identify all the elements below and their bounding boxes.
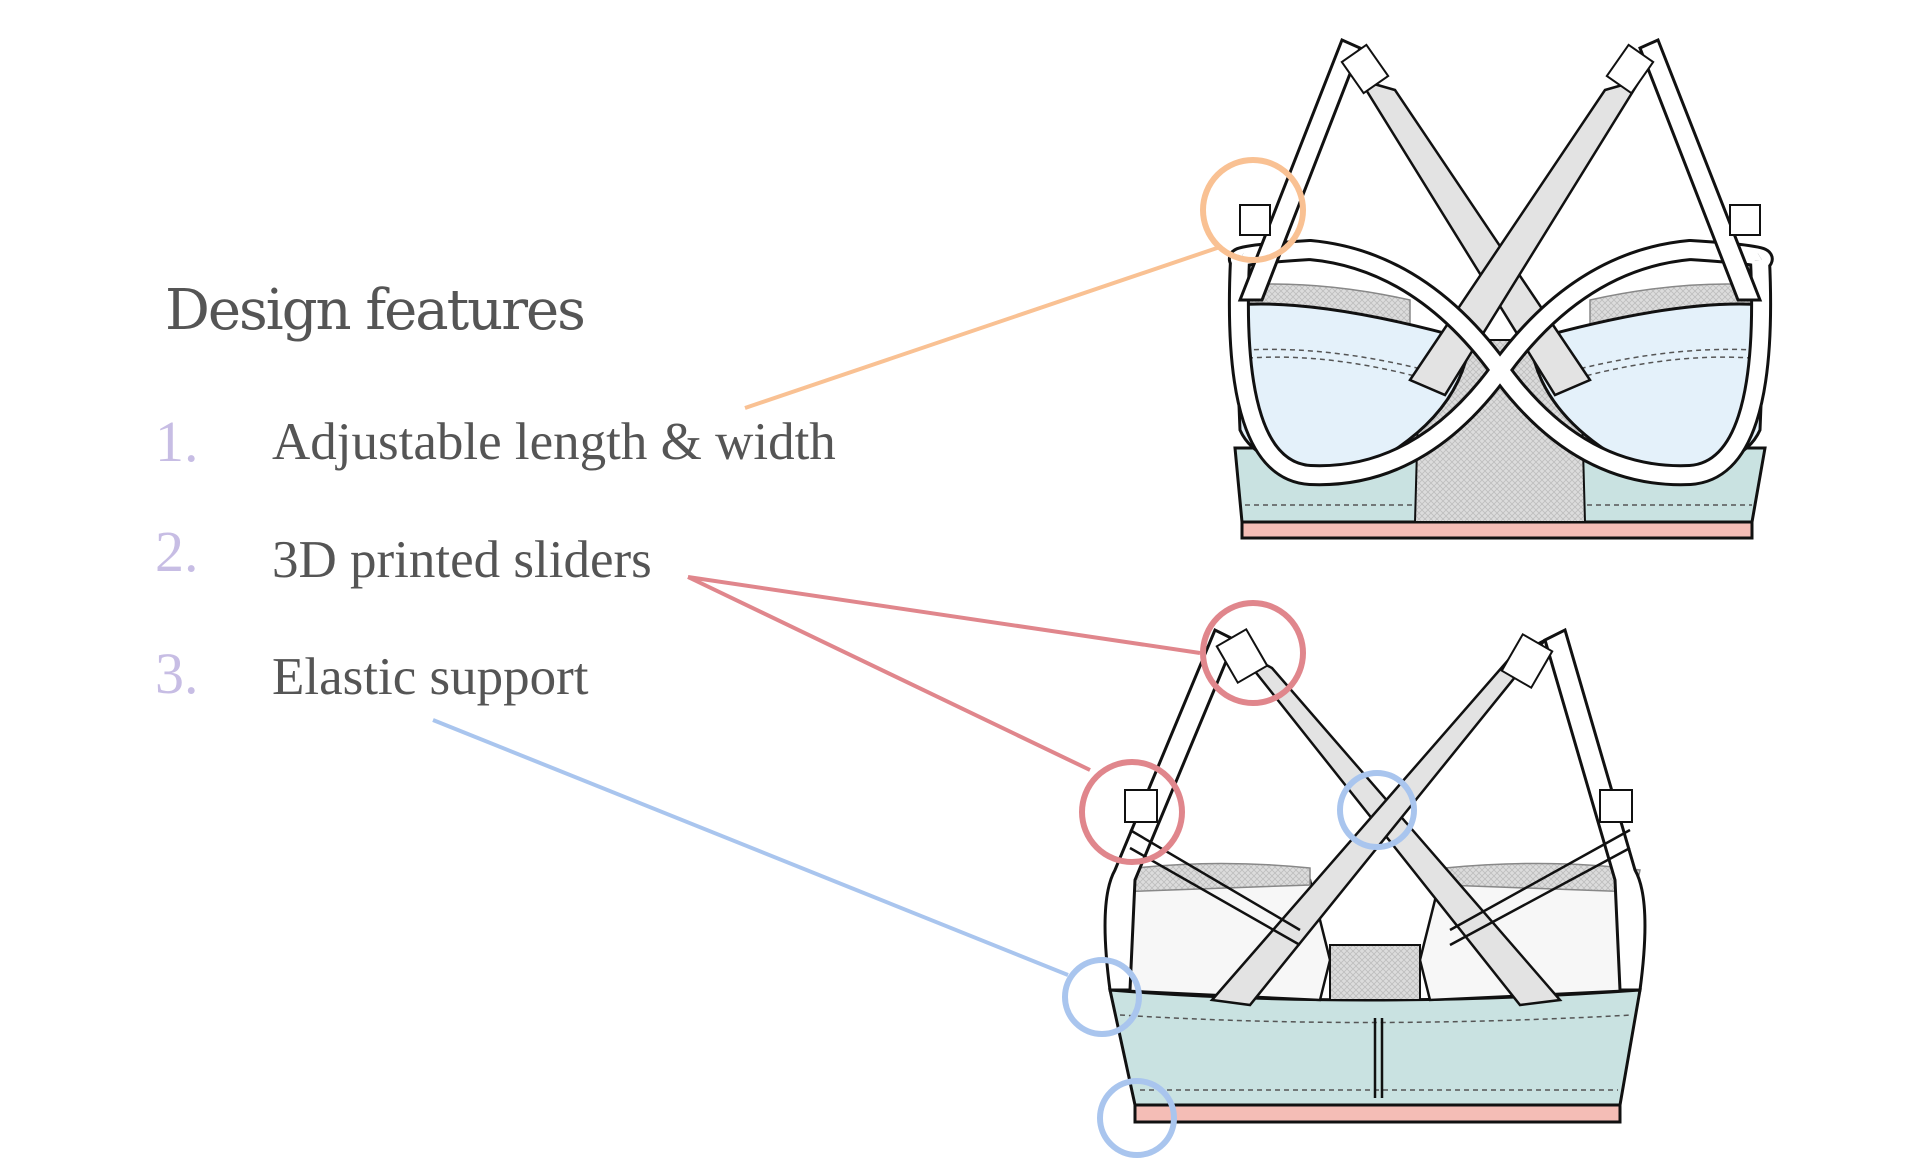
slider-icon <box>1239 204 1271 236</box>
feature-label-3: Elastic support <box>272 648 589 706</box>
callout-circle-2b <box>1079 759 1185 865</box>
hem-band <box>1133 1103 1622 1124</box>
callout-circle-3c <box>1097 1078 1177 1158</box>
feature-number-3: 3. <box>155 641 199 706</box>
bra-front-view <box>1227 37 1774 540</box>
slider-icon <box>1124 789 1158 823</box>
callout-circle-2a <box>1200 600 1306 706</box>
bra-back-view <box>1103 627 1647 1124</box>
callout-line-2a <box>687 575 1201 655</box>
feature-number-1: 1. <box>155 409 199 474</box>
callout-circle-3b <box>1062 957 1142 1037</box>
feature-label-1: Adjustable length & width <box>272 413 836 471</box>
callouts <box>432 157 1417 1158</box>
slider-icon <box>1500 632 1554 690</box>
page-title: Design features <box>165 278 586 343</box>
slider-icon <box>1729 204 1761 236</box>
outer-strap-right <box>1543 627 1647 992</box>
callout-line-1 <box>744 245 1221 410</box>
callout-circle-3a <box>1337 770 1417 850</box>
feature-number-2: 2. <box>155 519 199 584</box>
callout-circle-1 <box>1200 157 1306 263</box>
callout-line-3 <box>432 718 1069 977</box>
callout-line-2b <box>687 575 1091 772</box>
slider-icon <box>1340 43 1390 95</box>
feature-label-2: 3D printed sliders <box>272 531 652 589</box>
infinity-band <box>1230 242 1771 484</box>
slider-icon <box>1605 43 1655 95</box>
hook-closure <box>1373 1018 1384 1098</box>
slider-icon <box>1215 627 1269 685</box>
hem-band <box>1240 520 1754 540</box>
slider-icon <box>1599 789 1633 823</box>
